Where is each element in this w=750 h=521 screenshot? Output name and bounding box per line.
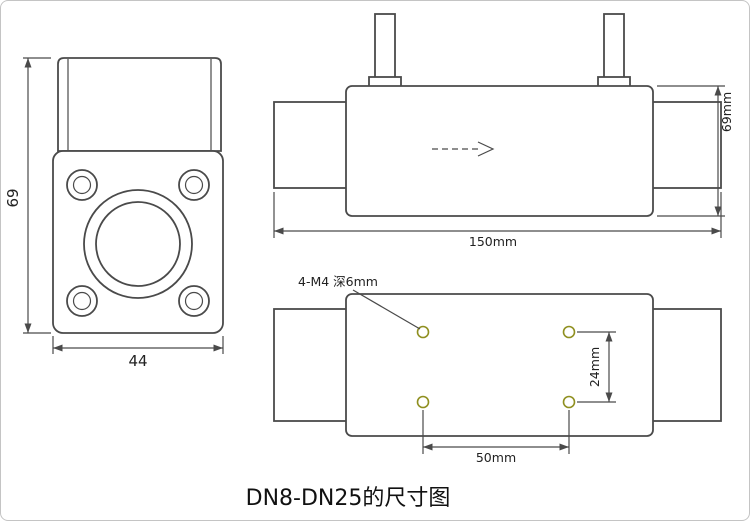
side-right-pipe bbox=[650, 101, 722, 189]
side-length-dimension: 150mm bbox=[273, 192, 722, 249]
bolt-hole-top-left-inner bbox=[72, 175, 92, 195]
leader-line bbox=[352, 289, 421, 330]
front-height-dimension: 69 bbox=[4, 57, 51, 334]
front-width-dimension: 44 bbox=[52, 336, 224, 370]
side-body-outline bbox=[345, 85, 654, 217]
thread-note-callout: 4-M4 深6mm bbox=[298, 274, 421, 330]
right-terminal-post bbox=[603, 13, 625, 79]
side-height-value: 69mm bbox=[719, 92, 734, 132]
side-height-dimension: 69mm bbox=[657, 85, 734, 217]
bolt-hole-bottom-left-outer bbox=[66, 285, 98, 317]
mounting-hole-top-right bbox=[562, 325, 576, 339]
front-width-value: 44 bbox=[128, 352, 147, 370]
bottom-left-pipe bbox=[273, 308, 350, 422]
flow-direction-arrow bbox=[432, 141, 495, 157]
bottom-body-outline bbox=[345, 293, 654, 437]
bolt-hole-top-left-outer bbox=[66, 169, 98, 201]
thread-note-text: 4-M4 深6mm bbox=[298, 274, 378, 289]
hole-vertical-spacing-dimension: 24mm bbox=[577, 331, 616, 403]
bolt-hole-bottom-right-inner bbox=[184, 291, 204, 311]
front-view: 69 44 bbox=[4, 57, 224, 370]
side-length-value: 150mm bbox=[469, 234, 517, 249]
bottom-right-pipe bbox=[650, 308, 722, 422]
hole-horizontal-spacing-dimension: 50mm bbox=[422, 410, 570, 465]
bolt-hole-bottom-right-outer bbox=[178, 285, 210, 317]
bottom-view: 4-M4 深6mm 24mm 50mm bbox=[273, 274, 722, 465]
mounting-hole-bottom-left bbox=[416, 395, 430, 409]
mounting-hole-top-left bbox=[416, 325, 430, 339]
mounting-hole-bottom-right bbox=[562, 395, 576, 409]
center-bore-circle bbox=[95, 201, 181, 287]
hole-vertical-spacing-value: 24mm bbox=[587, 347, 602, 387]
drawing-caption: DN8-DN25的尺寸图 bbox=[246, 486, 451, 511]
front-cap-outline bbox=[57, 57, 222, 152]
flow-arrow-head bbox=[477, 141, 495, 157]
front-height-value: 69 bbox=[4, 188, 22, 207]
bolt-hole-bottom-left-inner bbox=[72, 291, 92, 311]
hole-horizontal-spacing-value: 50mm bbox=[476, 450, 516, 465]
bolt-hole-top-right-inner bbox=[184, 175, 204, 195]
side-view: 150mm 69mm bbox=[273, 13, 734, 249]
side-left-pipe bbox=[273, 101, 350, 189]
bolt-hole-top-right-outer bbox=[178, 169, 210, 201]
left-terminal-post bbox=[374, 13, 396, 79]
